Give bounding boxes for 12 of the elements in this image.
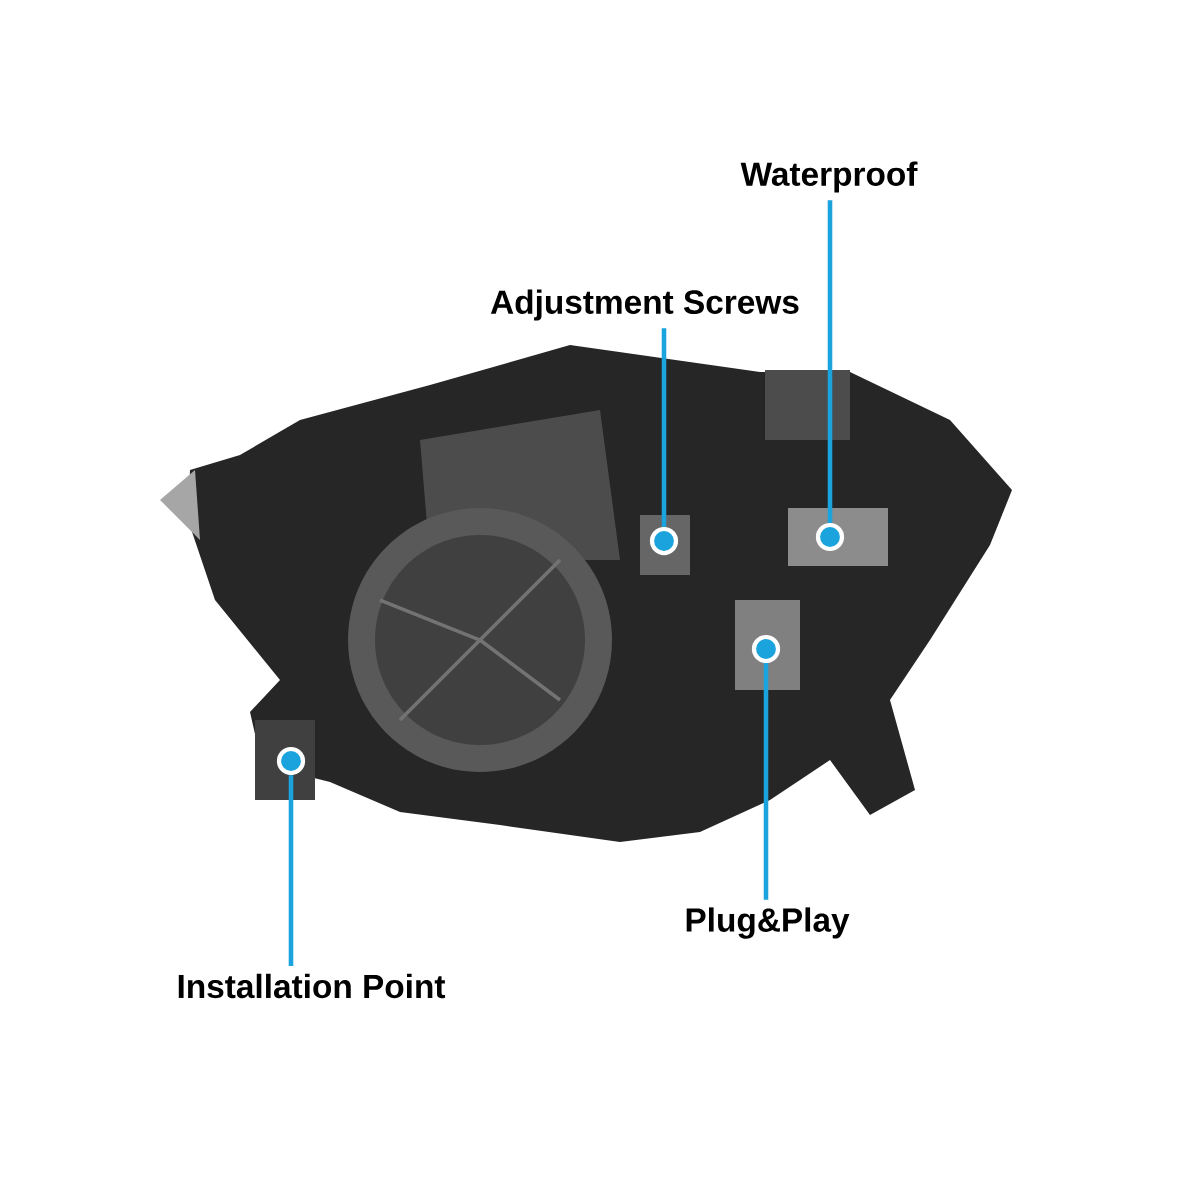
callout-label: Adjustment Screws: [490, 289, 799, 321]
leader-line: [763, 663, 769, 900]
callout-dot: [751, 634, 781, 664]
callout-dot: [815, 522, 845, 552]
callout-label: Waterproof: [740, 161, 918, 193]
callout-dot: [649, 526, 679, 556]
callout-label: Plug&Play: [686, 907, 850, 939]
leader-line: [827, 200, 833, 523]
callout-label: Installation Point: [178, 973, 446, 999]
leader-line: [661, 328, 667, 527]
callout-dot: [276, 746, 306, 776]
leader-line: [288, 775, 294, 967]
